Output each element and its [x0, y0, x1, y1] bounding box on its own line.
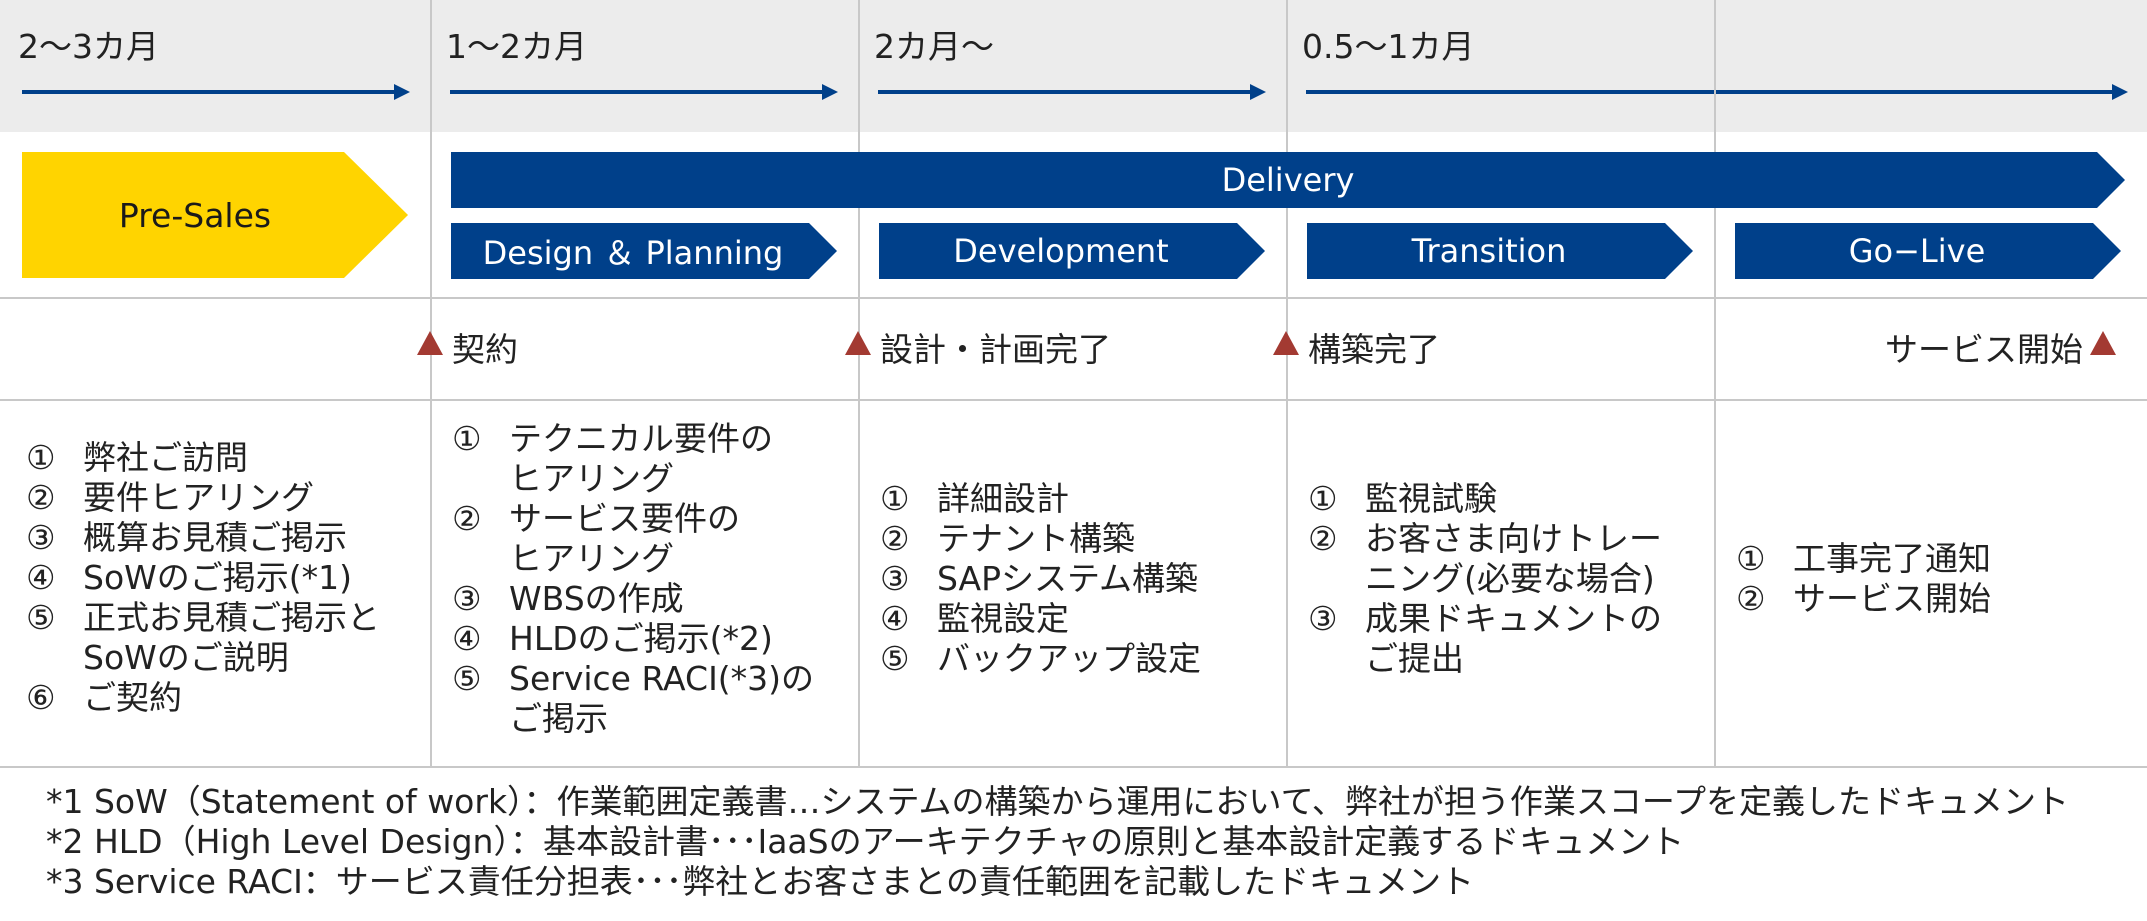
- phase-transition: Transition: [1307, 223, 1693, 279]
- row-divider: [0, 297, 2147, 299]
- presales-chevron: Pre-Sales: [22, 152, 408, 278]
- milestone-design-complete: 設計・計画完了: [880, 330, 1111, 369]
- duration-arrows: [22, 84, 2128, 100]
- duration-label-presales: 2～3カ月: [18, 27, 159, 66]
- duration-label-transition: 0.5～1カ月: [1302, 27, 1475, 66]
- footnote-raci: *3 Service RACI：サービス責任分担表･･･弊社とお客さまとの責任範…: [46, 862, 1474, 901]
- duration-label-development: 2カ月～: [874, 27, 994, 66]
- duration-arrow-delivery-end: [1306, 84, 2128, 100]
- column-divider: [1714, 0, 1716, 768]
- phase-go-live: Go−Live: [1735, 223, 2121, 279]
- duration-arrow-development: [878, 84, 1266, 100]
- column-divider: [430, 0, 432, 768]
- milestone-service-start: サービス開始: [1885, 330, 2083, 369]
- milestone-marker-icon: [417, 331, 443, 355]
- footnotes: *1 SoW（Statement of work）：作業範囲定義書…システムの構…: [46, 782, 2069, 902]
- phase-design-planning: Design ＆ Planning: [451, 223, 837, 279]
- column-divider: [1286, 0, 1288, 768]
- milestone-contract: 契約: [452, 330, 518, 369]
- duration-arrow-presales: [22, 84, 410, 100]
- footnote-hld: *2 HLD（High Level Design）：基本設計書･･･IaaSのア…: [46, 822, 1685, 861]
- milestone-build-complete: 構築完了: [1308, 330, 1440, 369]
- duration-band: [0, 0, 2147, 132]
- milestone-marker-icon: [1273, 331, 1299, 355]
- milestone-marker-icon: [845, 331, 871, 355]
- delivery-chevron: Delivery: [451, 152, 2125, 208]
- phase-development: Development: [879, 223, 1265, 279]
- row-divider: [0, 766, 2147, 768]
- duration-arrow-design: [450, 84, 838, 100]
- duration-label-design: 1～2カ月: [446, 27, 587, 66]
- footnote-sow: *1 SoW（Statement of work）：作業範囲定義書…システムの構…: [46, 782, 2069, 821]
- milestone-marker-icon: [2090, 331, 2116, 355]
- column-divider: [858, 0, 860, 768]
- row-divider: [0, 399, 2147, 401]
